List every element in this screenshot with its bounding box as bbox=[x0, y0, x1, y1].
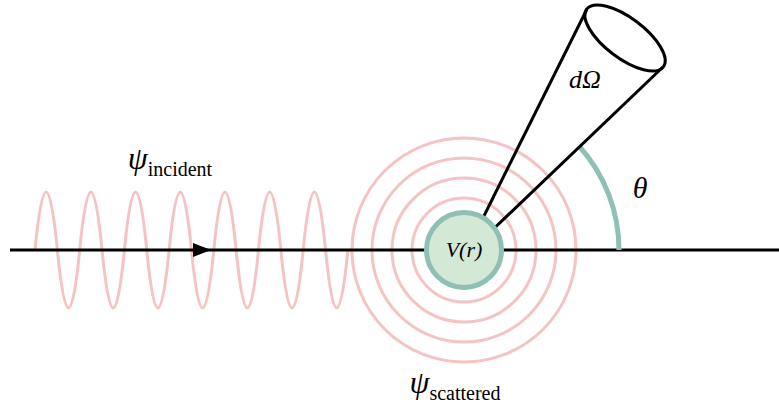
beam-axis bbox=[10, 249, 779, 252]
scattered-wave-label: ψscattered bbox=[408, 364, 503, 405]
axis-arrowhead bbox=[193, 243, 211, 257]
incident-wave-label: ψincident bbox=[128, 140, 212, 181]
angle-label: θ bbox=[633, 171, 648, 206]
node-text: V(r) bbox=[446, 238, 483, 262]
cone-side bbox=[476, 9, 587, 232]
potential-region bbox=[427, 213, 502, 288]
node-text: dΩ bbox=[569, 66, 601, 95]
theta-arc bbox=[579, 146, 619, 250]
solid-angle-cone: dΩ bbox=[560, 0, 670, 100]
potential-circle: V(r) bbox=[424, 210, 504, 290]
